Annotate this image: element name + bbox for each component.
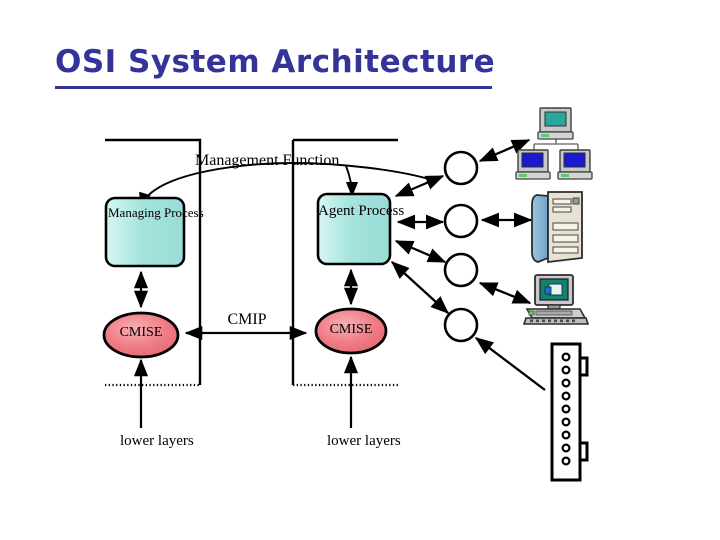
network-workgroup-icon [515,107,593,180]
system-boundary-right [291,138,398,387]
managed-object-4[interactable] [443,307,479,343]
managed-object-3[interactable] [443,252,479,288]
agent-to-object-3-arrow [394,239,447,264]
system-boundary-left [105,138,202,387]
cmise-right-ellipse[interactable] [314,307,388,355]
cmise-left-label: CMISE [119,325,163,340]
managed-object-2[interactable] [443,203,479,239]
object-4-to-hub-arrow [474,337,546,391]
server-tower-icon [531,191,583,264]
page-title-text: OSI System Architecture [55,44,496,80]
cmise-right-label: CMISE [329,322,373,337]
lower-layers-left-label: lower layers [120,433,194,449]
hub-rack-icon [550,342,589,482]
cmise-left-ellipse[interactable] [102,311,180,359]
object-3-to-desktop-arrow [478,281,532,305]
agent-to-object-4-arrow [390,261,450,314]
managed-object-1[interactable] [443,150,479,186]
agent-to-object-1-arrow [394,174,445,198]
management-function-label: Management Function [195,152,340,169]
lower-layers-right-label: lower layers [327,433,401,449]
page-title: OSI System Architecture [55,44,496,89]
object-1-to-network-arrow [478,138,531,163]
managing-process-label: Managing Process [108,205,204,220]
agent-process-box[interactable] [316,192,392,266]
desktop-computer-icon [522,274,590,325]
managing-process-box[interactable] [104,196,186,268]
cmip-label: CMIP [227,311,267,328]
title-underline [55,86,492,89]
agent-process-label: Agent Process [318,203,405,219]
